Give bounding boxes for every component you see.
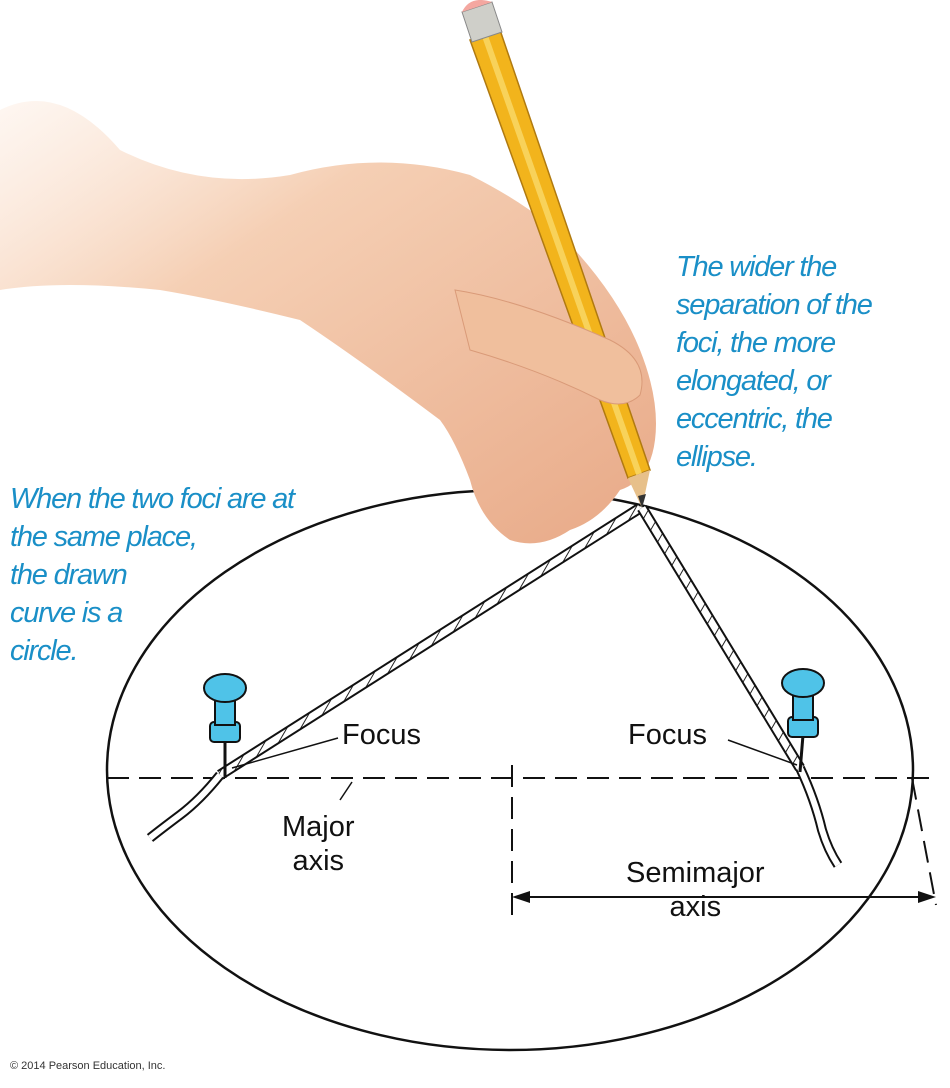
note-line: elongated, or: [676, 365, 831, 397]
arrowhead-right: [918, 891, 936, 903]
copyright: © 2014 Pearson Education, Inc.: [10, 1060, 166, 1072]
label-major-axis: Major axis: [282, 810, 355, 878]
note-line: When the two foci are at: [10, 483, 295, 515]
label-line: Major: [282, 811, 355, 843]
note-line: separation of the: [676, 289, 873, 321]
focus-right-leader: [727, 739, 798, 766]
label-line: axis: [292, 845, 345, 877]
pushpin-left-icon: [203, 673, 247, 778]
semimajor-right-tick: [911, 777, 937, 906]
note-eccentricity: The wider the separation of the foci, th…: [676, 248, 873, 476]
major-axis-leader: [339, 781, 353, 801]
note-line: eccentric, the: [676, 403, 833, 435]
label-line: axis: [669, 891, 722, 923]
note-line: The wider the: [676, 251, 837, 283]
note-line: curve is a: [10, 597, 123, 629]
note-line: foci, the more: [676, 327, 836, 359]
arrowhead-left: [512, 891, 530, 903]
note-circle: When the two foci are at the same place,…: [10, 480, 295, 670]
label-focus-left: Focus: [342, 719, 421, 751]
label-focus-right: Focus: [628, 719, 707, 751]
focus-left-leader: [231, 737, 339, 769]
note-line: the drawn: [10, 559, 128, 591]
note-line: ellipse.: [676, 441, 758, 473]
label-semimajor-axis: Semimajor axis: [626, 856, 765, 924]
label-line: Semimajor: [626, 857, 765, 889]
hand-illustration: [0, 101, 656, 544]
note-line: the same place,: [10, 521, 198, 553]
note-line: circle.: [10, 635, 79, 667]
pushpin-right-icon: [781, 668, 825, 773]
